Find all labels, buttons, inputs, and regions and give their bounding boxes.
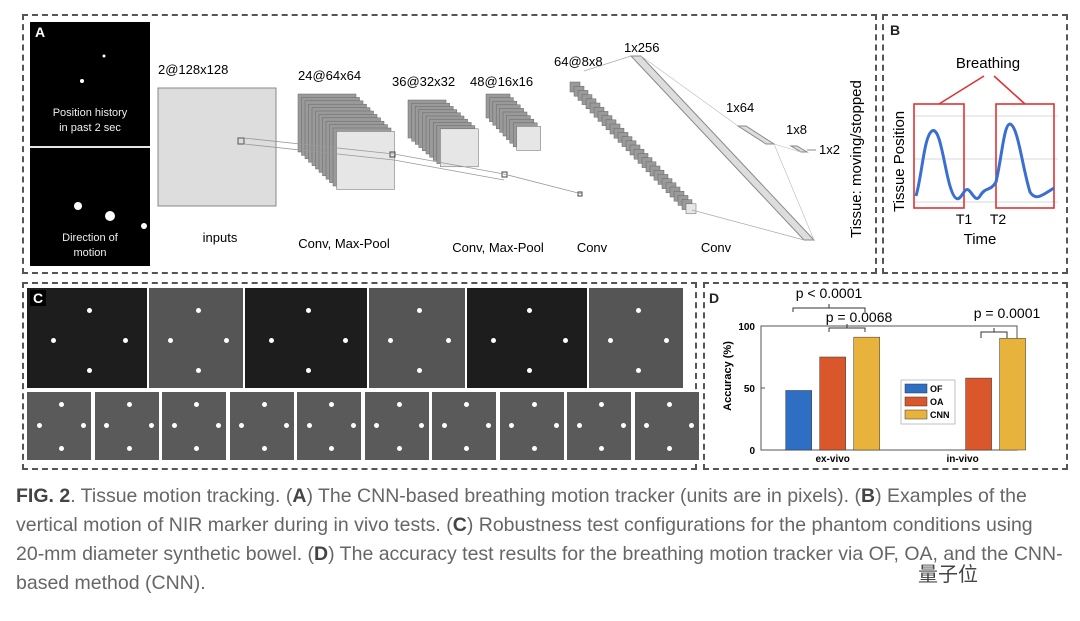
layer-dim-2: 36@32x32 — [392, 74, 455, 89]
layer-dim-0: 2@128x128 — [158, 62, 228, 77]
phantom-image — [245, 288, 367, 388]
conv-stack-3 — [485, 93, 583, 197]
watermark: 量子位 — [918, 564, 978, 586]
y-tick-label: 50 — [744, 384, 756, 395]
caption-text-2: ) Examples of the vertical motion of NIR… — [16, 485, 1027, 536]
annotation-p1: p < 0.0001 — [796, 285, 863, 301]
phantom-thumbnail — [364, 392, 429, 460]
layer-dim-5: 1x256 — [624, 40, 659, 55]
legend-swatch-of — [904, 383, 928, 394]
conv-stack-2 — [407, 99, 508, 178]
legend-label-oa: OA — [930, 397, 944, 407]
time-label: Time — [964, 231, 997, 248]
bar-cnn-in-vivo — [999, 338, 1026, 451]
caption-text-3: ) Robustness test configurations for the… — [16, 514, 1033, 565]
breathing-curve — [914, 122, 1055, 201]
legend-swatch-cnn — [904, 409, 928, 420]
panel-c-label: C — [30, 290, 47, 306]
phantom-thumbnail — [94, 392, 159, 460]
caption-fig-label: FIG. 2 — [16, 485, 71, 507]
panel-b: Breathing Tissue Position T1 T2 Time B — [882, 14, 1068, 274]
y-tick-label: 0 — [749, 446, 755, 457]
caption-text-4: ) The accuracy test results for the brea… — [16, 543, 1063, 594]
annotation-p2: p = 0.0068 — [826, 309, 893, 325]
layer-dim-4: 64@8x8 — [554, 54, 603, 69]
bar-oa-in-vivo — [965, 377, 992, 451]
bar-oa-ex-vivo — [819, 356, 846, 451]
legend-swatch-oa — [904, 396, 928, 407]
direction-image — [30, 148, 150, 266]
panel-c: C — [22, 282, 699, 470]
layer-caption-conv4: Conv — [701, 240, 732, 255]
y-axis-label: Accuracy (%) — [722, 341, 734, 411]
layer-dim-3: 48@16x16 — [470, 74, 533, 89]
t1-label: T1 — [956, 211, 973, 227]
breathing-title: Breathing — [956, 55, 1020, 72]
panel-a-label: A — [32, 24, 49, 40]
caption-text-0: . Tissue motion tracking. ( — [70, 485, 293, 507]
panel-b-label: B — [890, 22, 901, 38]
phantom-image — [589, 288, 683, 388]
phantom-image — [27, 288, 147, 388]
conv-stack-4 — [569, 81, 697, 215]
caption-ref-c: C — [452, 514, 467, 536]
legend-label-cnn: CNN — [930, 410, 950, 420]
legend: OF OA CNN — [900, 379, 956, 425]
phantom-thumbnail — [432, 392, 496, 460]
layer-dim-7: 1x8 — [786, 122, 807, 137]
caption-ref-a: A — [292, 485, 307, 507]
layer-dim-1: 24@64x64 — [298, 68, 361, 83]
caption-ref-d: D — [314, 543, 329, 565]
tissue-position-label: Tissue Position — [891, 111, 908, 212]
layer-dim-8: 1x2 — [819, 142, 840, 157]
output-label: Tissue: moving/stopped — [848, 80, 865, 238]
t2-label: T2 — [990, 211, 1007, 227]
phantom-image — [149, 288, 243, 388]
y-tick-label: 100 — [738, 322, 755, 333]
phantom-thumbnail — [499, 392, 564, 460]
conv-stack-1 — [297, 93, 396, 190]
phantom-thumbnail — [634, 392, 699, 460]
panel-d-label: D — [709, 290, 720, 306]
caption-text-1: ) The CNN-based breathing motion tracker… — [306, 485, 861, 507]
layer-caption-conv1: Conv, Max-Pool — [298, 236, 390, 251]
breathing-plot: Breathing Tissue Position T1 T2 Time — [891, 55, 1058, 248]
phantom-image — [467, 288, 587, 388]
figure-caption: FIG. 2. Tissue motion tracking. (A) The … — [16, 482, 1066, 598]
breath-box-1 — [913, 103, 965, 209]
phantom-thumbnail — [229, 392, 294, 460]
phantom-image — [369, 288, 465, 388]
phantom-thumbnail — [567, 392, 631, 460]
caption-ref-b: B — [860, 485, 876, 507]
phantom-thumbnail — [297, 392, 361, 460]
phantom-thumbnail — [27, 392, 91, 460]
category-label-ex-vivo: ex-vivo — [815, 454, 849, 465]
accuracy-chart: Accuracy (%) 0 50 100 p < 0.0001 p = 0.006… — [722, 285, 1041, 465]
layer-dim-6: 1x64 — [726, 100, 754, 115]
bar-of-ex-vivo — [785, 390, 812, 451]
panel-d: Accuracy (%) 0 50 100 p < 0.0001 p = 0.006… — [703, 282, 1068, 470]
legend-label-of: OF — [930, 384, 943, 394]
layer-caption-conv2: Conv, Max-Pool — [452, 240, 544, 255]
category-label-in-vivo: in-vivo — [946, 454, 978, 465]
position-history-image — [30, 22, 150, 146]
phantom-thumbnail — [162, 392, 226, 460]
bar-cnn-ex-vivo — [853, 336, 880, 451]
layer-caption-conv3: Conv — [577, 240, 608, 255]
annotation-p3: p = 0.0001 — [974, 305, 1041, 321]
layer-caption-inputs: inputs — [203, 230, 238, 245]
